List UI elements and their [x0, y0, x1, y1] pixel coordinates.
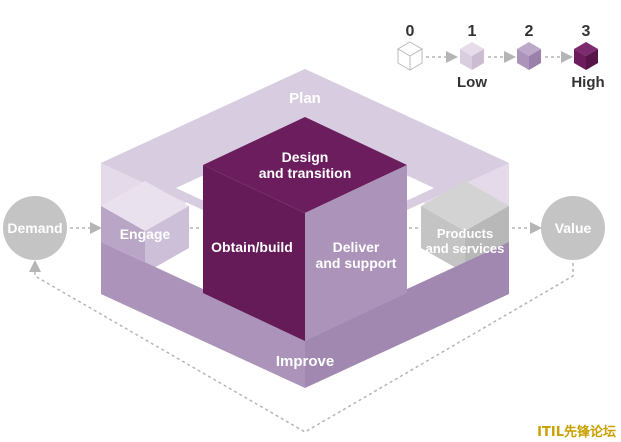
legend-number-0: 0	[406, 23, 415, 40]
obtain-label: Obtain/build	[211, 239, 293, 255]
products-label-line2: and services	[426, 241, 505, 256]
improve-frame	[101, 206, 509, 388]
legend-cube-1	[460, 42, 484, 70]
demand-node	[3, 196, 67, 260]
flow-arrows	[29, 222, 574, 433]
feedback-loop-arrow	[29, 260, 574, 433]
value-node	[541, 196, 605, 260]
watermark: ITIL先锋论坛	[537, 424, 616, 440]
products-cube	[421, 181, 509, 273]
demand-label: Demand	[7, 220, 62, 236]
products-label-line1: Products	[437, 226, 493, 241]
legend-number-3: 3	[582, 23, 591, 40]
legend: 0 1 2 3 Low High	[397, 23, 605, 91]
obtain-build-face	[203, 165, 305, 341]
legend-number-2: 2	[525, 23, 534, 40]
legend-low-label: Low	[457, 74, 487, 91]
legend-cube-0	[397, 41, 423, 71]
central-cube	[203, 117, 407, 341]
design-label-line1: Design	[282, 149, 329, 165]
deliver-label-line2: and support	[316, 255, 397, 271]
value-label: Value	[555, 220, 592, 236]
legend-cube-2	[517, 42, 541, 70]
design-label-line2: and transition	[259, 165, 352, 181]
engage-label: Engage	[120, 226, 171, 242]
legend-cube-3	[574, 42, 598, 70]
legend-number-1: 1	[468, 23, 477, 40]
plan-label: Plan	[289, 90, 321, 107]
legend-high-label: High	[571, 74, 604, 91]
deliver-support-face	[305, 165, 407, 341]
improve-label: Improve	[276, 353, 334, 370]
deliver-label-line1: Deliver	[333, 239, 380, 255]
